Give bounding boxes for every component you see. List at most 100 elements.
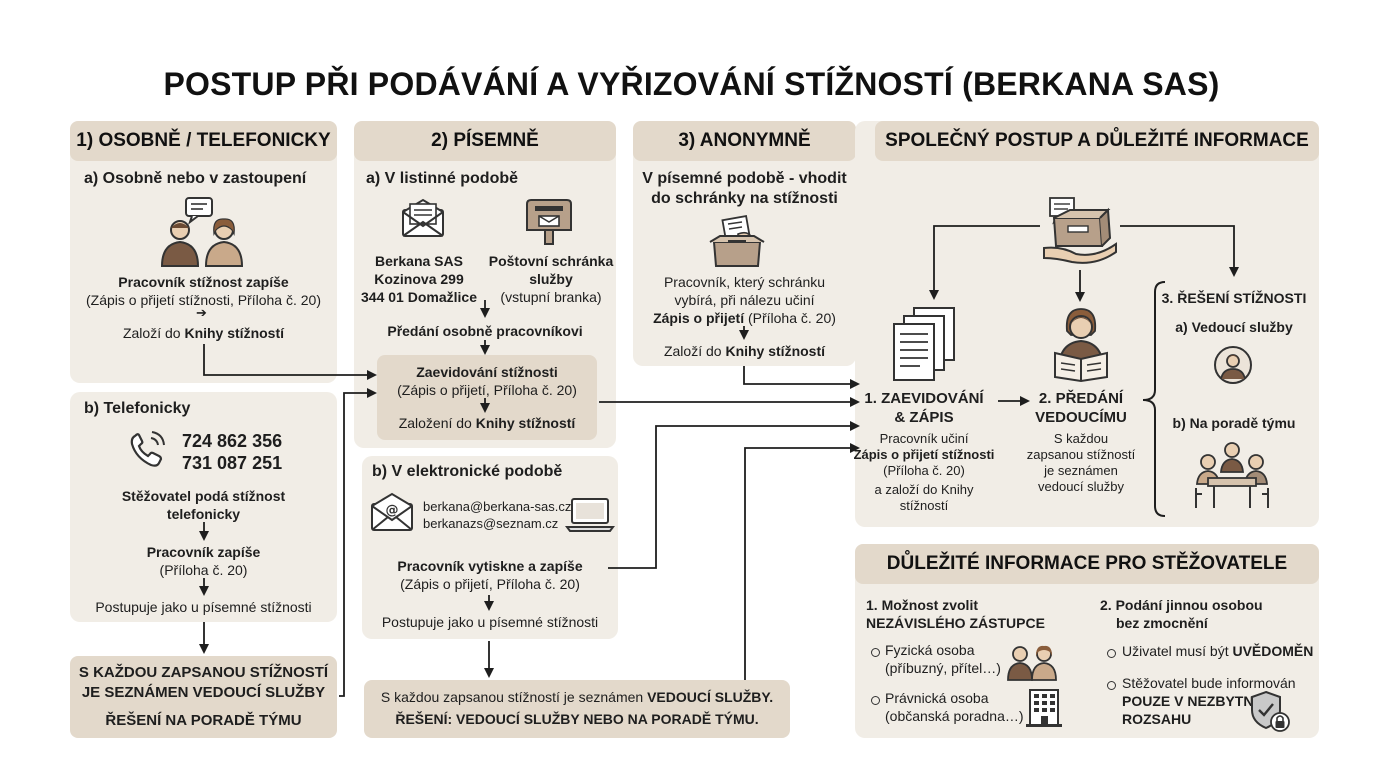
bullet-icon — [1107, 681, 1116, 690]
step3-title: 3. ŘEŠENÍ STÍŽNOSTI — [1161, 290, 1307, 306]
box-zaevidovani — [377, 355, 597, 440]
info-col1-title-1: 1. Možnost zvolit — [866, 597, 978, 613]
panel-elektronicka — [362, 456, 618, 639]
text-elek-3: Postupuje jako u písemné stížnosti — [381, 614, 599, 630]
subtitle-telefonicky: b) Telefonicky — [84, 400, 191, 417]
header-anonymne: 3) ANONYMNĚ — [633, 121, 856, 161]
text-reg-2: (Zápis o přijetí, Příloha č. 20) — [397, 382, 577, 398]
panel-osobne — [70, 121, 337, 383]
team-meeting-icon — [1195, 442, 1269, 508]
email-address-1[interactable]: berkana@berkana-sas.cz — [423, 499, 572, 514]
address-line-1: Berkana SAS — [375, 253, 463, 269]
shield-lock-icon — [1251, 690, 1290, 732]
page-title: POSTUP PŘI PODÁVÁNÍ A VYŘIZOVÁNÍ STÍŽNOS… — [163, 66, 1220, 102]
header-informace: DŮLEŽITÉ INFORMACE PRO STĚŽOVATELE — [855, 544, 1319, 584]
documents-icon — [893, 307, 955, 381]
step3-b: b) Na poradě týmu — [1172, 415, 1296, 431]
info-col1-item2-b: (občanská poradna…) — [885, 708, 1024, 724]
info-col1-title-2: NEZÁVISLÉHO ZÁSTUPCE — [866, 615, 1045, 631]
subtitle-osobne-a: a) Osobně nebo v zastoupení — [84, 170, 307, 187]
header-spolecny: SPOLEČNÝ POSTUP A DŮLEŽITÉ INFORMACE — [875, 121, 1319, 161]
building-icon — [1026, 689, 1062, 727]
info-col2-item2-c: ROZSAHU — [1122, 711, 1192, 727]
info-col2-title-2: bez zmocnění — [1116, 615, 1208, 631]
info-col1-item1-a: Fyzická osoba — [885, 642, 975, 658]
header-osobne: 1) OSOBNĚ / TELEFONICKY — [70, 121, 337, 161]
text-anon-3: Zápis o přijetí (Příloha č. 20) — [653, 310, 836, 326]
two-people-icon — [1007, 645, 1057, 681]
box-bottom-col2 — [364, 680, 790, 738]
text-elek-2: (Zápis o přijetí, Příloha č. 20) — [400, 576, 580, 592]
text-bottom-col2-2: ŘEŠENÍ: VEDOUCÍ SLUŽBY NEBO NA PORADĚ TÝ… — [395, 711, 759, 727]
box-bottom-col1 — [70, 656, 337, 738]
text-handover: Předání osobně pracovníkovi — [387, 323, 583, 339]
text-osobne-2: (Zápis o přijetí stížnosti, Příloha č. 2… — [86, 292, 321, 308]
text-bottom-col1-2: JE SEZNÁMEN VEDOUCÍ SLUŽBY — [81, 684, 326, 701]
text-tel-2: telefonicky — [166, 506, 241, 522]
phone-number-1[interactable]: 724 862 356 — [182, 431, 283, 451]
step1-line-2: Zápis o přijetí stížnosti — [853, 447, 995, 462]
text-anon-title-1: V písemné podobě - vhodit — [642, 170, 847, 187]
text-tel-1: Stěžovatel podá stížnost — [121, 488, 286, 504]
mailbox-icon — [526, 199, 572, 245]
info-col2-item2-a: Stěžovatel bude informován — [1122, 675, 1296, 691]
info-col2-item1: Uživatel musí být UVĚDOMĚN — [1122, 643, 1314, 659]
ballot-box-icon — [709, 215, 765, 267]
text-bottom-col2-1: S každou zapsanou stížností je seznámen … — [380, 689, 774, 705]
mailbox-line-1: Poštovní schránka — [488, 253, 614, 269]
info-col1-item2-a: Právnická osoba — [885, 690, 989, 706]
text-tel-3: Pracovník zapíše — [146, 544, 261, 560]
mailbox-line-2: služby — [529, 271, 573, 287]
address-line-3: 344 01 Domažlice — [361, 289, 477, 305]
text-tel-5: Postupuje jako u písemné stížnosti — [95, 599, 312, 615]
step3-a: a) Vedoucí služby — [1175, 319, 1293, 335]
text-bottom-col1-3: ŘEŠENÍ NA PORADĚ TÝMU — [105, 712, 302, 729]
step1-title-2: & ZÁPIS — [894, 409, 954, 426]
step1-line-4: a založí do Knihy — [874, 482, 974, 497]
text-anon-1: Pracovník, který schránku — [663, 274, 826, 290]
header-pisemne: 2) PÍSEMNĚ — [354, 121, 616, 161]
arrow-down-glyph: ➔ — [196, 305, 207, 320]
subtitle-listinna: a) V listinné podobě — [366, 170, 519, 187]
hand-box-icon — [1043, 197, 1117, 264]
step1-title-1: 1. ZAEVIDOVÁNÍ — [864, 390, 984, 407]
step1-line-5: stížností — [899, 498, 949, 513]
text-reg-3: Založení do Knihy stížností — [398, 415, 576, 431]
people-talking-icon — [160, 197, 244, 267]
email-address-2[interactable]: berkanazs@seznam.cz — [423, 516, 559, 531]
bullet-icon — [871, 696, 880, 705]
phone-icon — [130, 431, 165, 467]
info-col2-item2-b: POUZE V NEZBYTNÉM — [1122, 693, 1275, 709]
step2-line-1: S každou — [1053, 431, 1109, 446]
text-anon-2: vybírá, při nálezu učiní — [674, 292, 815, 308]
text-reg-1: Zaevidování stížnosti — [416, 364, 558, 380]
text-bottom-col1-1: S KAŽDOU ZAPSANOU STÍŽNOSTÍ — [78, 664, 329, 681]
phone-number-2[interactable]: 731 087 251 — [182, 453, 283, 473]
text-osobne-1: Pracovník stížnost zapíše — [118, 274, 289, 290]
bullet-icon — [1107, 649, 1116, 658]
envelope-icon — [402, 198, 444, 237]
text-anon-4: Založí do Knihy stížností — [663, 343, 826, 359]
step2-title-1: 2. PŘEDÁNÍ — [1038, 390, 1124, 407]
step2-line-2: zapsanou stížností — [1026, 447, 1136, 462]
svg-text:@: @ — [386, 503, 399, 518]
step1-line-1: Pracovník učiní — [879, 431, 969, 446]
email-envelope-icon: @ — [371, 492, 413, 531]
info-col1-item1-b: (příbuzný, přítel…) — [885, 660, 1001, 676]
text-elek-1: Pracovník vytiskne a zapíše — [397, 558, 583, 574]
manager-avatar-icon — [1214, 346, 1252, 384]
step2-line-3: je seznámen — [1044, 463, 1118, 478]
step2-title-2: VEDOUCÍMU — [1035, 409, 1127, 426]
step1-line-3: (Příloha č. 20) — [883, 463, 965, 478]
subtitle-elektronicka: b) V elektronické podobě — [372, 463, 563, 480]
bullet-icon — [871, 648, 880, 657]
manager-reading-icon — [1054, 308, 1108, 383]
laptop-icon — [565, 498, 615, 532]
text-tel-4: (Příloha č. 20) — [159, 562, 248, 578]
address-line-2: Kozinova 299 — [374, 271, 464, 287]
text-osobne-3: Založí do Knihy stížností — [122, 325, 285, 341]
text-anon-title-2: do schránky na stížnosti — [651, 190, 838, 207]
info-col2-title-1: 2. Podání jinnou osobou — [1100, 597, 1263, 613]
step2-line-4: vedoucí služby — [1038, 479, 1124, 494]
mailbox-line-3: (vstupní branka) — [500, 289, 602, 305]
